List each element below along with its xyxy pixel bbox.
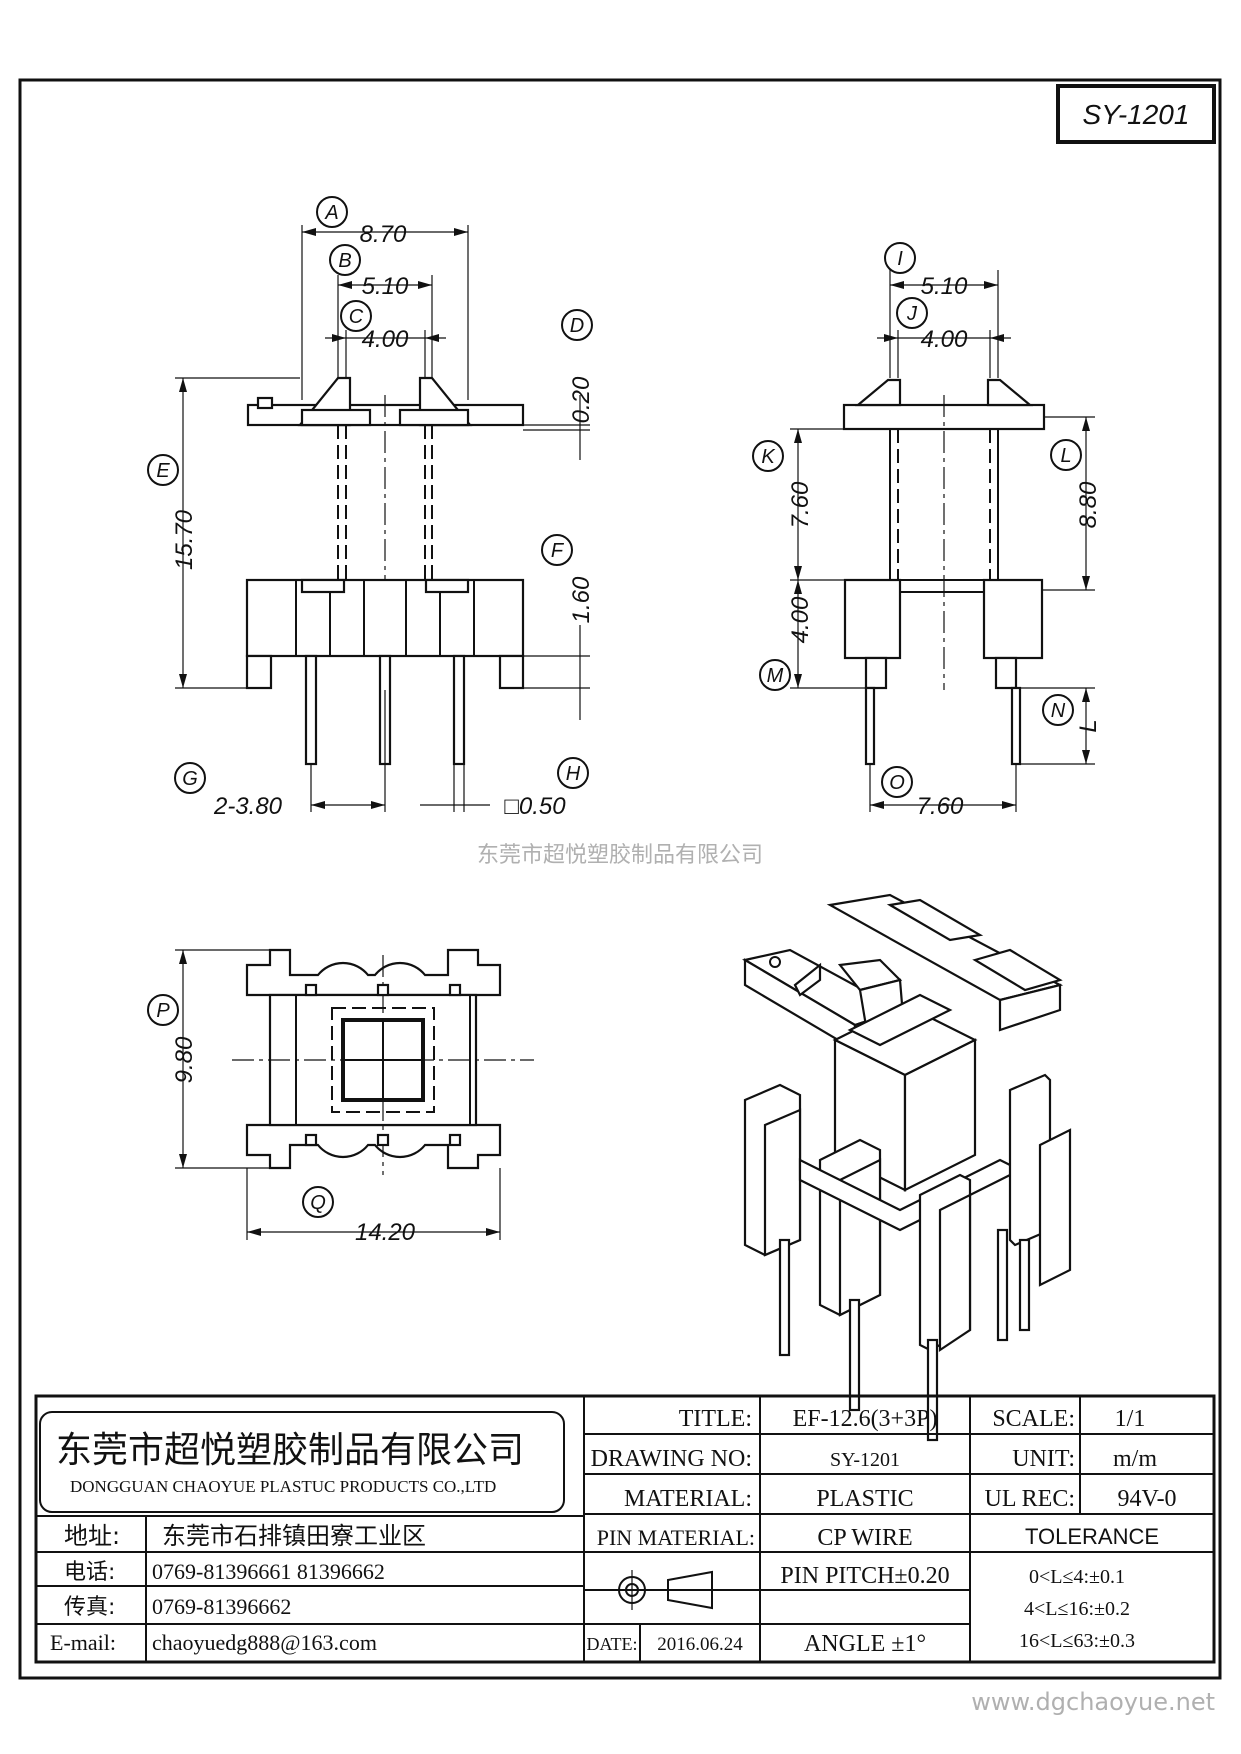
dim-n: L xyxy=(1075,719,1102,732)
svg-text:G: G xyxy=(182,768,198,790)
projection-symbol-icon xyxy=(610,1570,720,1610)
scale-value: 1/1 xyxy=(1115,1406,1146,1432)
title-value: EF-12.6(3+3P) xyxy=(793,1406,938,1432)
pin-material-label: PIN MATERIAL: xyxy=(597,1525,755,1550)
tolerance-row-3: 16<L≤63:±0.3 xyxy=(1019,1630,1135,1652)
callout-a: A xyxy=(316,196,348,228)
fax-value: 0769-81396662 xyxy=(152,1594,291,1619)
svg-text:A: A xyxy=(324,202,338,224)
callout-j: J xyxy=(896,297,928,329)
pin-pitch: PIN PITCH±0.20 xyxy=(780,1563,949,1589)
date-label: DATE: xyxy=(587,1634,638,1654)
svg-text:L: L xyxy=(1060,445,1071,467)
dim-d: 0.20 xyxy=(568,376,595,423)
email-value: chaoyuedg888@163.com xyxy=(152,1630,377,1655)
dim-h: □0.50 xyxy=(504,793,566,820)
material-label: MATERIAL: xyxy=(624,1486,752,1512)
angle-tolerance: ANGLE ±1° xyxy=(804,1631,926,1657)
svg-text:M: M xyxy=(767,665,784,687)
part-number-box xyxy=(1056,84,1216,144)
side-view-dimensions: 5.10 4.00 7.60 8.80 4.00 L 7.60 xyxy=(787,270,1102,820)
watermark-url: www.dgchaoyue.net xyxy=(971,1688,1215,1716)
dim-b: 5.10 xyxy=(362,273,409,300)
dim-k: 7.60 xyxy=(787,481,814,528)
drawing-no-value: SY-1201 xyxy=(830,1449,900,1471)
callout-c: C xyxy=(340,300,372,332)
callout-f: F xyxy=(541,534,573,566)
callout-b: B xyxy=(329,244,361,276)
svg-text:D: D xyxy=(570,315,584,337)
unit-label: UNIT: xyxy=(1012,1446,1075,1472)
material-value: PLASTIC xyxy=(816,1486,913,1512)
company-name-cn: 东莞市超悦塑胶制品有限公司 xyxy=(56,1430,524,1471)
dim-q: 14.20 xyxy=(355,1219,416,1246)
callout-e: E xyxy=(147,454,179,486)
dim-c: 4.00 xyxy=(362,326,409,353)
svg-text:F: F xyxy=(551,540,565,562)
svg-text:E: E xyxy=(156,460,170,482)
svg-text:P: P xyxy=(156,1000,170,1022)
callouts: A B C D E F G H I J K L M N O P Q xyxy=(147,196,1082,1218)
front-view xyxy=(245,376,525,766)
callout-k: K xyxy=(752,440,784,472)
phone-value: 0769-81396661 81396662 xyxy=(152,1559,385,1584)
part-number: SY-1201 xyxy=(1083,99,1190,130)
svg-text:O: O xyxy=(889,772,905,794)
callout-p: P xyxy=(147,994,179,1026)
tolerance-label: TOLERANCE xyxy=(1025,1524,1159,1549)
callout-d: D xyxy=(561,309,593,341)
title-label: TITLE: xyxy=(679,1406,752,1432)
dim-o: 7.60 xyxy=(917,793,964,820)
ul-rec-value: 94V-0 xyxy=(1117,1486,1176,1512)
date-value: 2016.06.24 xyxy=(657,1634,743,1655)
address-label: 地址: xyxy=(64,1522,120,1550)
drawing-no-label: DRAWING NO: xyxy=(591,1446,752,1472)
dim-l: 8.80 xyxy=(1075,481,1102,528)
callout-g: G xyxy=(174,762,206,794)
callout-h: H xyxy=(557,757,589,789)
front-view-dimensions: 8.70 5.10 4.00 0.20 15.70 1.60 2-3.80 □0… xyxy=(171,221,595,820)
svg-text:B: B xyxy=(338,250,351,272)
svg-text:N: N xyxy=(1051,700,1066,722)
watermark-company: 东莞市超悦塑胶制品有限公司 xyxy=(477,843,763,868)
callout-i: I xyxy=(884,242,916,274)
svg-text:H: H xyxy=(566,763,581,785)
svg-text:I: I xyxy=(897,248,903,270)
callout-n: N xyxy=(1042,694,1074,726)
callout-l: L xyxy=(1050,439,1082,471)
svg-text:C: C xyxy=(349,306,364,328)
side-view xyxy=(842,378,1046,766)
phone-label: 电话: xyxy=(64,1560,115,1585)
address-value: 东莞市石排镇田寮工业区 xyxy=(162,1522,426,1550)
dim-j: 4.00 xyxy=(921,326,968,353)
isometric-view xyxy=(742,893,1072,1442)
dim-g: 2-3.80 xyxy=(213,793,283,820)
svg-text:Q: Q xyxy=(310,1192,326,1214)
sheet-border xyxy=(18,78,1222,1680)
callout-m: M xyxy=(759,659,791,691)
dim-a: 8.70 xyxy=(360,221,407,248)
title-block: 东莞市超悦塑胶制品有限公司 DONGGUAN CHAOYUE PLASTUC P… xyxy=(34,1394,1216,1664)
email-label: E-mail: xyxy=(50,1630,116,1655)
company-name-en: DONGGUAN CHAOYUE PLASTUC PRODUCTS CO.,LT… xyxy=(70,1477,496,1496)
pin-material-value: CP WIRE xyxy=(817,1525,912,1551)
svg-text:J: J xyxy=(906,303,918,325)
bottom-view xyxy=(232,948,534,1175)
bottom-view-dimensions: 9.80 14.20 xyxy=(171,949,501,1246)
dim-m: 4.00 xyxy=(787,596,814,643)
dim-e: 15.70 xyxy=(171,509,198,570)
dim-f: 1.60 xyxy=(568,576,595,623)
fax-label: 传真: xyxy=(64,1595,115,1620)
dim-p: 9.80 xyxy=(171,1036,198,1083)
tolerance-row-2: 4<L≤16:±0.2 xyxy=(1024,1598,1130,1620)
ul-rec-label: UL REC: xyxy=(985,1486,1075,1512)
callout-q: Q xyxy=(302,1186,334,1218)
unit-value: m/m xyxy=(1113,1446,1157,1472)
callout-o: O xyxy=(881,766,913,798)
scale-label: SCALE: xyxy=(992,1406,1075,1432)
dim-i: 5.10 xyxy=(921,273,968,300)
tolerance-row-1: 0<L≤4:±0.1 xyxy=(1029,1566,1125,1588)
svg-text:K: K xyxy=(761,446,776,468)
